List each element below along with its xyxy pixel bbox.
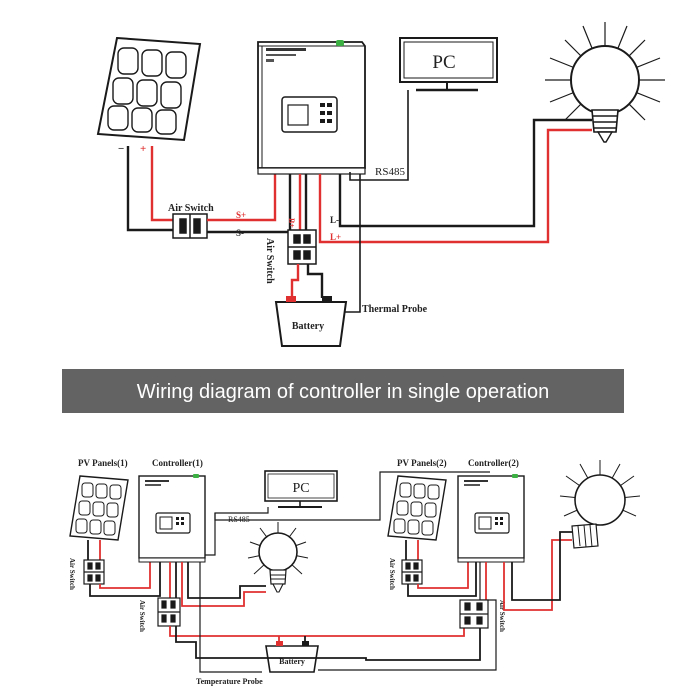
air-switch-ctrl1 [157, 597, 181, 627]
air-switch-ctrl2 [459, 599, 489, 629]
solar-panel-2-icon [387, 475, 447, 541]
air-switch-battery [287, 229, 317, 265]
pc-label-top: PC [432, 52, 455, 73]
l-plus-label: L+ [330, 232, 341, 242]
thermal-probe-cable [344, 174, 361, 313]
caption-banner [62, 369, 624, 413]
caption-banner-text: Wiring diagram of controller in single o… [137, 381, 549, 403]
air-switch-pv2-label: Air Switch [388, 558, 396, 590]
s-minus-wire [207, 170, 292, 234]
battery-label-top: Battery [292, 321, 324, 332]
controller-1 [138, 474, 206, 563]
air-switch-ctrl1-label: Air Switch [138, 600, 146, 632]
battery-bus-positive [169, 626, 465, 637]
pc-monitor-bottom [264, 470, 338, 508]
battery-label-bottom: Battery [279, 657, 305, 666]
load-negative-wire [338, 118, 592, 228]
ctrl2-load-negative [511, 531, 572, 601]
pv-positive-wire [150, 146, 173, 222]
rs485-label: RS485 [375, 166, 405, 178]
l-minus-label: L- [330, 215, 339, 225]
ctrl1-load-negative [187, 562, 266, 599]
pc-label-bottom: PC [292, 481, 309, 496]
light-bulb-top-icon [545, 22, 665, 143]
solar-panel-top [96, 36, 202, 142]
light-bulb-right-icon [559, 460, 641, 549]
pv2-to-ctrl2-positive [417, 560, 469, 589]
controller-2 [457, 474, 525, 563]
controller-top [257, 40, 366, 175]
ctrl2-probe-cable [318, 562, 497, 671]
air-switch-pv [172, 213, 208, 239]
pc-monitor-top [399, 37, 498, 92]
pv1-label: PV Panels(1) [78, 458, 128, 468]
pv-negative-wire [126, 146, 173, 232]
air-switch-pv1-label: Air Switch [68, 558, 76, 590]
pv1-to-ctrl1-positive [99, 560, 151, 589]
battery-positive-lead [290, 264, 300, 298]
s-plus-wire [207, 170, 277, 222]
s-plus-label: S+ [236, 210, 246, 220]
load-positive-wire [318, 128, 592, 244]
air-switch-pv1 [83, 559, 105, 585]
ctrl1-label: Controller(1) [152, 458, 203, 468]
pv1-to-ctrl1-negative [89, 560, 161, 597]
temperature-probe-cable [199, 562, 262, 673]
air-switch-bat-label: Air Switch [264, 238, 275, 284]
status-indicator-icon [336, 40, 344, 46]
air-switch-pv-label: Air Switch [168, 203, 214, 214]
pv2-label: PV Panels(2) [397, 458, 447, 468]
light-bulb-middle-icon [247, 522, 309, 593]
battery-negative-lead [306, 264, 324, 298]
pv-minus-mark: − [118, 143, 124, 155]
thermal-probe-label: Thermal Probe [362, 304, 428, 315]
s-minus-label: S- [236, 228, 244, 238]
ctrl2-label: Controller(2) [468, 458, 519, 468]
rs485-cable [349, 90, 409, 181]
ctrl1-load-positive [181, 562, 266, 607]
ctrl2-load-positive [503, 539, 572, 611]
temperature-probe-label: Temperature Probe [196, 677, 263, 686]
rs485-ctrl2-cable [214, 471, 490, 521]
air-switch-ctrl2-label: Air Switch [498, 600, 506, 632]
solar-panel-1-icon [69, 475, 129, 541]
b-plus-label: B+ [287, 218, 296, 228]
pv-plus-mark: + [140, 143, 146, 155]
air-switch-pv2 [401, 559, 423, 585]
battery-top-icon [274, 296, 348, 347]
pv2-to-ctrl2-negative [407, 560, 477, 597]
battery-bus-negative [175, 626, 481, 661]
battery-bottom-icon [265, 641, 319, 673]
